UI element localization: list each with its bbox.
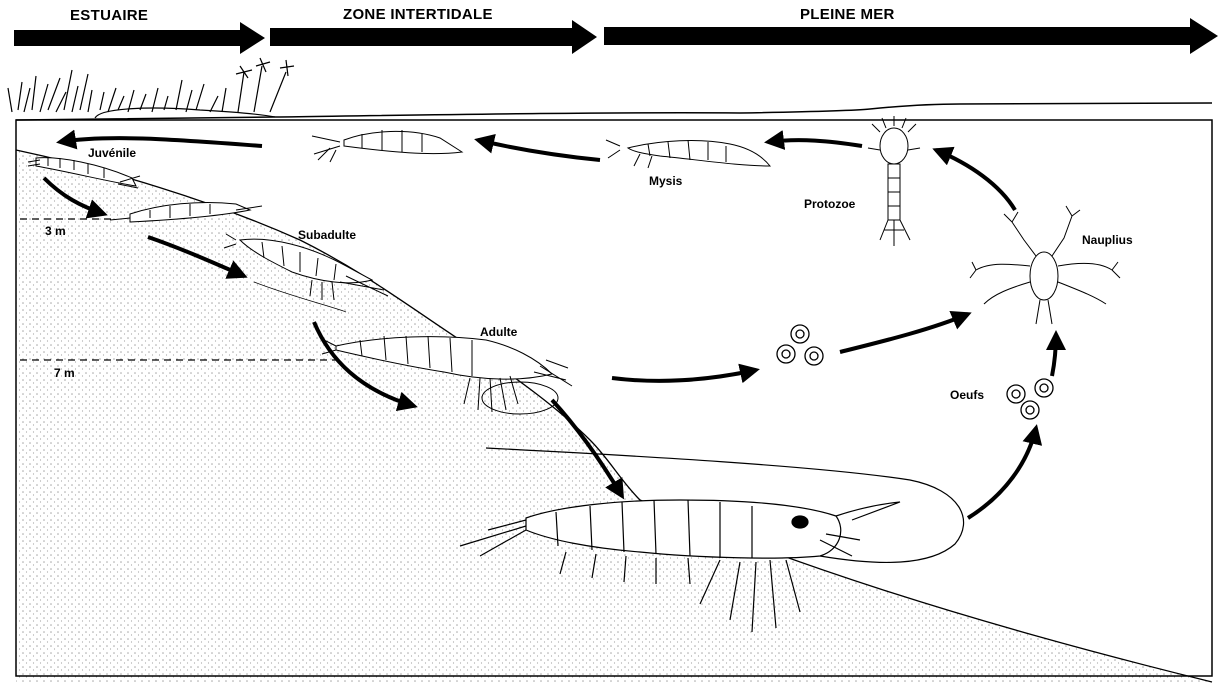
egg-cluster-right (1007, 379, 1053, 419)
arrow-eggs-to-nauplius (840, 314, 968, 352)
zone-label-estuary: ESTUAIRE (70, 8, 148, 23)
stage-label-juvenile: Juvénile (88, 147, 136, 159)
shore-vegetation (8, 58, 294, 118)
zone-arrows (14, 18, 1218, 54)
protozoea-larva (868, 116, 920, 246)
stage-label-subadult: Subadulte (298, 229, 356, 241)
arrow-to-juvenile (60, 138, 262, 146)
mysis-larva (606, 140, 770, 168)
arrow-spawner-to-eggs (968, 428, 1036, 518)
egg-cluster-mid (777, 325, 823, 365)
estuary-zone-arrow (14, 22, 265, 54)
arrow-eggs-up-to-nauplius (1052, 334, 1056, 376)
water-surface-line (16, 103, 1212, 120)
stage-label-nauplius: Nauplius (1082, 234, 1133, 246)
stage-label-protozoea: Protozoe (804, 198, 855, 210)
nauplius-larva (970, 206, 1120, 324)
arrow-protozoea-to-mysis (768, 140, 862, 146)
postlarva-shrimp (312, 130, 462, 162)
depth-label-3m: 3 m (45, 225, 66, 237)
arrow-adult-to-eggs (612, 370, 756, 381)
depth-label-7m: 7 m (54, 367, 75, 379)
stage-label-mysis: Mysis (649, 175, 682, 187)
stage-label-adult: Adulte (480, 326, 517, 338)
intertidal-zone-arrow (270, 20, 597, 54)
zone-label-intertidal: ZONE INTERTIDALE (343, 7, 493, 22)
zone-label-open-sea: PLEINE MER (800, 7, 895, 22)
stage-label-eggs: Oeufs (950, 389, 984, 401)
arrow-mysis-to-postlarva (478, 140, 600, 160)
open-sea-zone-arrow (604, 18, 1218, 54)
arrow-nauplius-to-protozoea (936, 150, 1015, 210)
